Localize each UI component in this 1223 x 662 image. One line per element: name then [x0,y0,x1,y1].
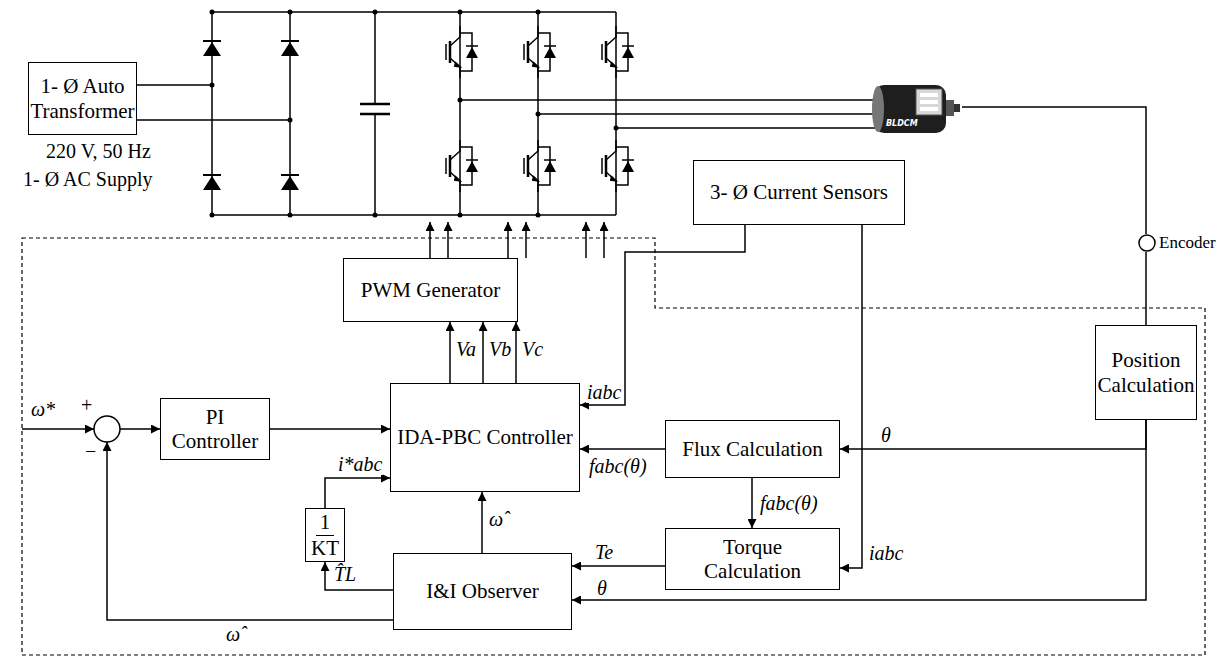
signal-line [515,322,517,383]
box-text: KT [311,536,339,560]
signal-label: T̂L [333,563,357,585]
signal-line [572,565,665,567]
signal-line [751,478,753,528]
gate-arrow [585,222,587,258]
signal-line [580,448,665,450]
box-text: I&I Observer [426,579,539,603]
diagram-label: − [84,440,97,462]
signal-label: Va [455,338,477,360]
signal-label: iabc [586,381,622,403]
signal-line [325,478,390,508]
position-box: Position Calculation [1095,325,1197,420]
signal-label: θ [596,577,608,599]
current-sensor-box: 3- Ø Current Sensors [693,160,905,225]
signal-label: Vb [488,338,512,360]
signal-label: i*abc [337,453,383,475]
signal-label: iabc [868,542,904,564]
motor-label: BLDCM [886,119,918,128]
box-text: PI Controller [167,405,263,453]
motor-drawing [866,80,962,138]
signal-line [840,420,1146,449]
power-circuit-wires [22,12,1205,655]
box-text: IDA-PBC Controller [397,425,573,449]
box-text: Position Calculation [1098,348,1195,396]
observer-box: I&I Observer [393,553,572,630]
signal-line [962,107,1146,234]
box-text: 1 [316,510,335,535]
torque-box: Torque Calculation [665,528,840,590]
gate-arrow [447,222,449,258]
gain-block: 1KT [305,508,345,562]
box-text: PWM Generator [361,278,500,302]
diagram-label: ω̂ [225,623,241,645]
gate-signal-arrows [430,222,604,258]
box-text: 3- Ø Current Sensors [710,180,888,204]
signal-line [840,225,862,568]
diagram-label: 1- Ø AC Supply [22,168,153,190]
diagram-label: ω* [30,398,56,420]
signal-line [270,428,390,430]
controller-box: IDA-PBC Controller [390,383,580,492]
diagram-label: 220 V, 50 Hz [45,140,152,162]
flux-box: Flux Calculation [665,420,840,478]
signal-label: Vc [521,338,544,360]
signal-line [1145,252,1147,325]
signal-label: Te [594,541,614,563]
encoder-circle [1138,234,1156,252]
signal-line [482,322,484,383]
box-text: Flux Calculation [682,437,823,461]
pi-box: PI Controller [160,398,270,460]
encoder-symbol: Encoder [1138,234,1216,252]
inverter-igbts [446,26,634,192]
signal-line [449,322,451,383]
box-text: Torque Calculation [672,535,833,583]
junction-dots [210,10,619,218]
gate-arrow [429,222,431,258]
diagram-label: + [80,394,93,416]
transformer-box: 1- Ø Auto Transformer [28,62,137,135]
pwm-box: PWM Generator [343,258,518,322]
gate-arrow [525,222,527,258]
signal-label: ω̂ [488,508,504,530]
bldc-motor: BLDCM [866,80,962,138]
signal-line [325,562,393,590]
signal-line [572,420,1146,600]
signal-label: fabc(θ) [759,492,819,514]
signal-line [481,492,483,553]
rectifier-diodes [203,41,299,190]
signal-line [580,225,745,405]
signal-label: θ [880,424,892,446]
box-text: 1- Ø Auto Transformer [30,74,134,122]
encoder-label: Encoder [1159,233,1216,252]
signal-label: fabc(θ) [588,455,648,477]
gate-arrow [603,222,605,258]
gate-arrow [507,222,509,258]
